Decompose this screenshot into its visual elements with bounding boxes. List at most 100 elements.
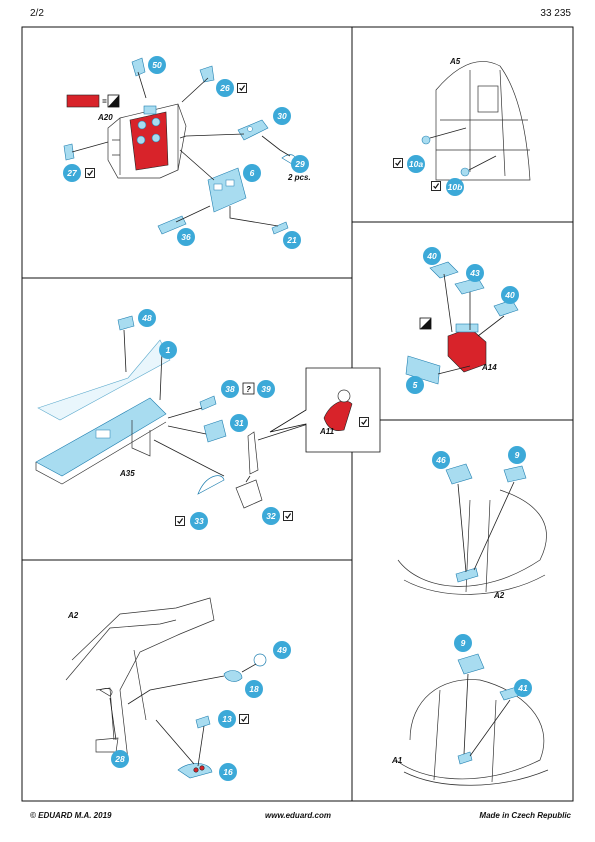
part-46-shape bbox=[445, 463, 473, 485]
svg-text:39: 39 bbox=[261, 384, 271, 394]
svg-text:21: 21 bbox=[286, 235, 297, 245]
part-10b-shape bbox=[460, 167, 470, 177]
ref-a20: A20 bbox=[97, 113, 113, 122]
svg-text:40: 40 bbox=[426, 251, 437, 261]
tick-26 bbox=[236, 82, 248, 94]
svg-text:32: 32 bbox=[266, 511, 276, 521]
bubble-5 bbox=[406, 376, 424, 394]
svg-text:31: 31 bbox=[234, 418, 244, 428]
bubble-10b bbox=[446, 178, 464, 196]
bubble-26 bbox=[216, 79, 234, 97]
footer-origin: Made in Czech Republic bbox=[479, 811, 571, 820]
part-33-shape bbox=[197, 475, 225, 495]
note-2pcs: 2 pcs. bbox=[287, 173, 311, 182]
part-13-shape bbox=[195, 715, 211, 729]
svg-text:36: 36 bbox=[181, 232, 191, 242]
footer-copyright: © EDUARD M.A. 2019 bbox=[30, 811, 112, 820]
part-32-shape bbox=[235, 479, 263, 509]
tick-27 bbox=[84, 167, 96, 179]
tick-10b bbox=[430, 180, 442, 192]
svg-text:27: 27 bbox=[66, 168, 78, 178]
panel-sidewall-a1: A1 9 41 bbox=[391, 634, 549, 786]
bubble-13 bbox=[218, 710, 236, 728]
part-9a-shape bbox=[503, 465, 527, 483]
tick-10a bbox=[392, 157, 404, 169]
part-26-shape bbox=[199, 65, 215, 83]
svg-text:40: 40 bbox=[504, 290, 515, 300]
svg-text:30: 30 bbox=[277, 111, 287, 121]
svg-text:49: 49 bbox=[276, 645, 287, 655]
svg-text:5: 5 bbox=[413, 380, 418, 390]
tick-a11 bbox=[358, 416, 370, 428]
svg-text:1: 1 bbox=[166, 345, 171, 355]
bubble-9-bottom bbox=[454, 634, 472, 652]
bubble-40a bbox=[423, 247, 441, 265]
part-10a-shape bbox=[421, 135, 431, 145]
svg-text:50: 50 bbox=[152, 60, 162, 70]
svg-text:29: 29 bbox=[294, 159, 305, 169]
red-handle-painted-part bbox=[323, 400, 353, 431]
bubble-48 bbox=[138, 309, 156, 327]
svg-text:38: 38 bbox=[225, 384, 235, 394]
panel-floor: A35 A11 48 1 38 ? 39 31 33 32 bbox=[35, 309, 381, 530]
svg-text:10b: 10b bbox=[448, 182, 463, 192]
part-5-shape bbox=[405, 355, 441, 385]
tick-32 bbox=[282, 510, 294, 522]
bubble-31 bbox=[230, 414, 248, 432]
bubble-18 bbox=[245, 680, 263, 698]
svg-text:16: 16 bbox=[223, 767, 233, 777]
svg-text:10a: 10a bbox=[409, 159, 423, 169]
callout-a11-frame bbox=[269, 367, 381, 453]
bubble-21 bbox=[283, 231, 301, 249]
svg-text:33: 33 bbox=[194, 516, 204, 526]
part-38-shape bbox=[199, 395, 217, 411]
part-9b-shape bbox=[457, 653, 485, 675]
panel-box: A14 40 43 40 5 bbox=[405, 247, 519, 394]
red-panel-painted-part bbox=[129, 111, 169, 171]
bubble-9-top bbox=[508, 446, 526, 464]
bubble-50 bbox=[148, 56, 166, 74]
ref-a5: A5 bbox=[449, 57, 461, 66]
part-49-shape bbox=[253, 653, 267, 667]
bubble-39 bbox=[257, 380, 275, 398]
sheet-code: 33 235 bbox=[540, 8, 571, 19]
bubble-32 bbox=[262, 507, 280, 525]
bubble-29 bbox=[291, 155, 309, 173]
panel-frame-a2: A2 49 18 13 28 16 bbox=[65, 597, 291, 781]
svg-text:9: 9 bbox=[515, 450, 520, 460]
ref-a11: A11 bbox=[319, 427, 335, 436]
tick-33 bbox=[174, 515, 186, 527]
page-number: 2/2 bbox=[30, 8, 44, 19]
ref-a2-right: A2 bbox=[493, 591, 505, 600]
bubble-41 bbox=[514, 679, 532, 697]
ref-a35: A35 bbox=[119, 469, 135, 478]
bubble-30 bbox=[273, 107, 291, 125]
bubble-28 bbox=[111, 750, 129, 768]
panel-sidewall-a2: A2 46 9 bbox=[397, 446, 547, 600]
svg-text:46: 46 bbox=[435, 455, 446, 465]
part-30-shape bbox=[237, 119, 269, 141]
bubble-46 bbox=[432, 451, 450, 469]
svg-text:41: 41 bbox=[517, 683, 528, 693]
ref-a1: A1 bbox=[391, 756, 403, 765]
bubble-43 bbox=[466, 264, 484, 282]
bubble-33 bbox=[190, 512, 208, 530]
svg-text:43: 43 bbox=[469, 268, 480, 278]
lever-outline bbox=[247, 431, 259, 475]
footer-website[interactable]: www.eduard.com bbox=[265, 811, 331, 820]
svg-text:9: 9 bbox=[461, 638, 466, 648]
bubble-27 bbox=[63, 164, 81, 182]
part-40a-shape bbox=[429, 261, 459, 279]
bubble-36 bbox=[177, 228, 195, 246]
svg-text:26: 26 bbox=[219, 83, 230, 93]
bubble-10a bbox=[407, 155, 425, 173]
bubble-1 bbox=[159, 341, 177, 359]
svg-text:6: 6 bbox=[250, 168, 255, 178]
part-27-shape bbox=[63, 143, 75, 161]
part-31-shape bbox=[203, 419, 227, 443]
bubble-40b bbox=[501, 286, 519, 304]
svg-text:48: 48 bbox=[141, 313, 152, 323]
svg-text:13: 13 bbox=[222, 714, 232, 724]
part-50-shape bbox=[131, 57, 146, 77]
